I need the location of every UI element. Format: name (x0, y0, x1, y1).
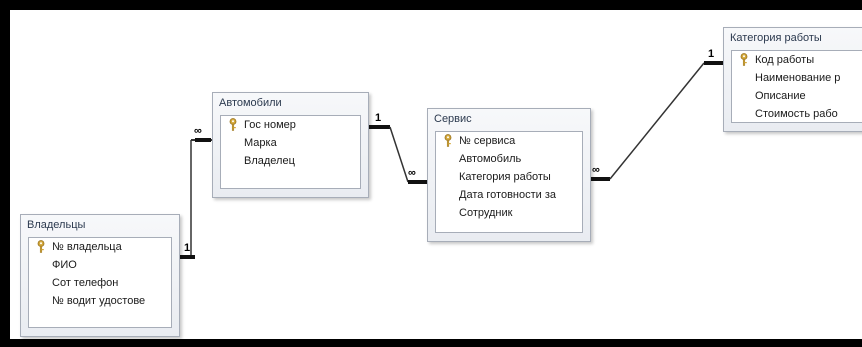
field-primary-key[interactable]: Гос номер (221, 116, 360, 134)
frame-border-bottom (0, 339, 862, 347)
table-title[interactable]: Сервис (434, 113, 472, 125)
cardinality-many-label: ∞ (194, 125, 202, 137)
field[interactable]: ФИО (29, 256, 171, 274)
table-title[interactable]: Автомобили (219, 97, 282, 109)
table-cars[interactable]: Автомобили Гос номер Марка Владелец (212, 92, 369, 198)
key-icon (229, 118, 237, 131)
field[interactable]: Марка (221, 134, 360, 152)
field-name: Марка (244, 137, 277, 149)
field-list[interactable]: Код работы Наименование р Описание Стоим… (731, 50, 862, 123)
field[interactable]: Сот телефон (29, 274, 171, 292)
field-primary-key[interactable]: Код работы (732, 51, 862, 69)
cardinality-many-label: ∞ (408, 167, 416, 179)
field-list[interactable]: № владельца ФИО Сот телефон № водит удос… (28, 237, 172, 328)
field-name: Гос номер (244, 119, 296, 131)
key-icon (37, 240, 45, 253)
table-service[interactable]: Сервис № сервиса Автомобиль Категория ра… (427, 108, 591, 242)
field-name: Описание (755, 90, 806, 102)
frame-border-left (0, 0, 10, 347)
table-work-category[interactable]: Категория работы Код работы Наименование… (723, 27, 862, 132)
cardinality-many-label: ∞ (592, 164, 600, 176)
cardinality-one-label: 1 (375, 112, 381, 124)
field-list[interactable]: № сервиса Автомобиль Категория работы Да… (435, 131, 583, 233)
field[interactable]: Дата готовности за (436, 186, 582, 204)
field-name: Код работы (755, 54, 815, 66)
field[interactable]: Наименование р (732, 69, 862, 87)
field[interactable]: Стоимость рабо (732, 105, 862, 122)
table-owners[interactable]: Владельцы № владельца ФИО Сот телефон № … (20, 214, 180, 337)
table-title[interactable]: Владельцы (27, 219, 86, 231)
relationship-cars-service[interactable]: 1 ∞ (368, 112, 427, 184)
field-list[interactable]: Гос номер Марка Владелец (220, 115, 361, 189)
field-primary-key[interactable]: № владельца (29, 238, 171, 256)
field-name: Автомобиль (459, 153, 522, 165)
field-name: Владелец (244, 155, 295, 167)
field-name: № сервиса (459, 135, 516, 147)
cardinality-one-label: 1 (708, 48, 714, 60)
key-icon (444, 134, 452, 147)
relationship-owners-cars[interactable]: 1 ∞ (178, 125, 212, 259)
field[interactable]: Сотрудник (436, 204, 582, 222)
field-name: Сотрудник (459, 207, 513, 219)
field-name: Сот телефон (52, 277, 119, 289)
field-name: Наименование р (755, 72, 841, 84)
field[interactable]: № водит удостове (29, 292, 171, 310)
field-primary-key[interactable]: № сервиса (436, 132, 582, 150)
frame-border-top (0, 0, 862, 10)
field-name: Дата готовности за (459, 189, 557, 201)
field-name: ФИО (52, 259, 77, 271)
relationship-category-service[interactable]: 1 ∞ (589, 48, 723, 181)
field[interactable]: Автомобиль (436, 150, 582, 168)
table-title[interactable]: Категория работы (730, 32, 822, 44)
field-name: № водит удостове (52, 295, 146, 307)
key-icon (740, 53, 748, 66)
field[interactable]: Категория работы (436, 168, 582, 186)
field-name: Категория работы (459, 171, 551, 183)
field-name: № владельца (52, 241, 122, 253)
field[interactable]: Описание (732, 87, 862, 105)
cardinality-one-label: 1 (184, 242, 190, 254)
field-name: Стоимость рабо (755, 108, 838, 120)
field[interactable]: Владелец (221, 152, 360, 170)
